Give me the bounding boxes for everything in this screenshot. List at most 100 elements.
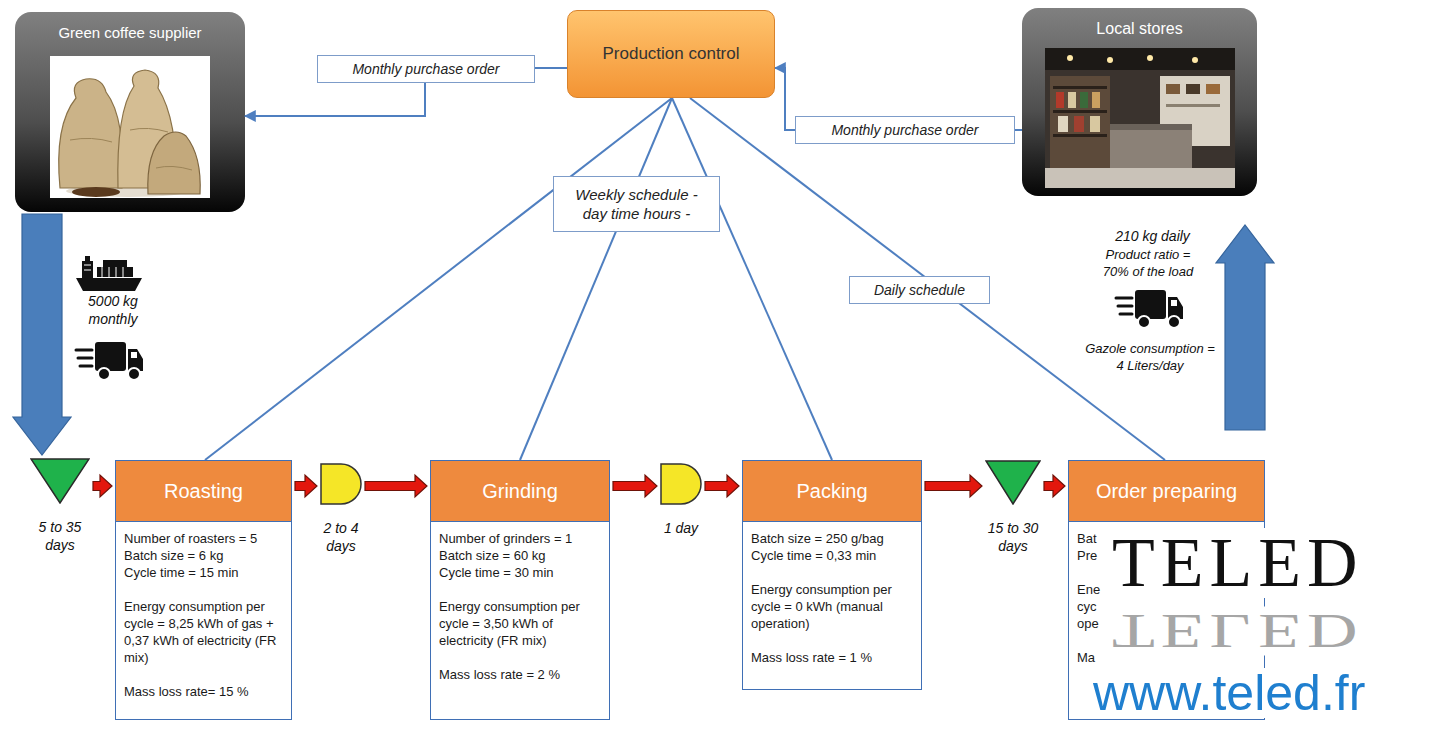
process-data: Ma bbox=[1077, 649, 1107, 666]
flow-label: Monthly purchase order bbox=[795, 116, 1015, 144]
truck-icon bbox=[95, 342, 126, 371]
store-photo bbox=[1090, 116, 1100, 132]
info-line bbox=[520, 98, 672, 460]
coffee-sacks-picture bbox=[50, 56, 210, 198]
truck-icon bbox=[1135, 290, 1166, 319]
process-box: PackingBatch size = 250 g/bagCycle time … bbox=[742, 460, 922, 690]
store-photo bbox=[1107, 57, 1113, 63]
truck-icon bbox=[1171, 300, 1177, 306]
info-line bbox=[672, 98, 832, 460]
ship-icon bbox=[84, 265, 91, 270]
process-data: Pre bbox=[1077, 547, 1107, 564]
flow-label: Monthly purchase order bbox=[317, 55, 535, 83]
supermarket-outline bbox=[661, 464, 701, 504]
coffee-sacks-picture bbox=[50, 56, 210, 198]
box-title: Local stores bbox=[1022, 20, 1257, 38]
store-photo bbox=[1186, 84, 1200, 94]
store-photo bbox=[1147, 55, 1153, 61]
store-photo bbox=[1053, 86, 1107, 89]
store-photo bbox=[1053, 134, 1107, 137]
store-photo bbox=[1092, 92, 1100, 108]
store-photo bbox=[1058, 116, 1068, 132]
customer-box: Local stores bbox=[1022, 8, 1257, 196]
process-data: Energy consumption per cycle = 3,50 kWh … bbox=[439, 598, 601, 649]
ship-icon bbox=[76, 256, 142, 291]
flow-arrow bbox=[295, 475, 317, 497]
ship-icon bbox=[82, 261, 93, 278]
stores-panel bbox=[1022, 8, 1257, 196]
triangle-outline bbox=[986, 461, 1040, 504]
process-name: Packing bbox=[796, 480, 867, 503]
process-title-bar: Grinding bbox=[430, 460, 610, 522]
store-photo bbox=[1068, 92, 1076, 108]
store-photo bbox=[1050, 76, 1110, 168]
store-photo bbox=[1053, 110, 1107, 113]
process-data-box: Number of roasters = 5Batch size = 6 kgC… bbox=[115, 522, 292, 720]
supermarket-symbol: 2 to 4 days bbox=[316, 463, 366, 555]
process-name: Order preparing bbox=[1096, 480, 1237, 503]
truck-icon bbox=[1116, 290, 1183, 328]
truck-icon bbox=[128, 368, 140, 380]
process-data-box: Batch size = 250 g/bagCycle time = 0,33 … bbox=[742, 522, 922, 690]
process-box: RoastingNumber of roasters = 5Batch size… bbox=[115, 460, 292, 720]
process-data: Cycle time = 30 min bbox=[439, 564, 601, 581]
process-data: Batch size = 250 g/bag bbox=[751, 530, 913, 547]
flow-arrow bbox=[93, 475, 112, 497]
logo-text: TELED bbox=[1112, 528, 1412, 598]
process-name: Roasting bbox=[164, 480, 243, 503]
supplier-box: Green coffee supplier bbox=[15, 12, 245, 212]
connectors bbox=[13, 68, 1274, 497]
store-photo bbox=[1080, 92, 1088, 108]
process-data: Number of roasters = 5 bbox=[124, 530, 283, 547]
store-photo bbox=[1045, 48, 1235, 188]
process-data: Mass loss rate = 1 % bbox=[751, 649, 913, 666]
coffee-sacks-picture bbox=[70, 128, 192, 170]
process-data: Ene cyc ope bbox=[1077, 581, 1107, 632]
process-name: Grinding bbox=[482, 480, 558, 503]
store-photo bbox=[1045, 48, 1235, 188]
flow-arrow bbox=[1044, 475, 1065, 497]
truck-icon bbox=[98, 368, 110, 380]
triangle-outline bbox=[31, 459, 89, 503]
logo-url: www.teled.fr bbox=[1093, 668, 1413, 718]
supermarket-outline bbox=[321, 464, 361, 504]
wait-time: 1 day bbox=[656, 519, 706, 537]
inventory-triangle bbox=[30, 458, 90, 504]
info-line bbox=[205, 98, 672, 460]
truck-icon bbox=[76, 350, 92, 366]
truck-icon bbox=[131, 352, 137, 358]
process-data: Mass loss rate= 15 % bbox=[124, 683, 283, 700]
flow-quantity: 210 kg daily bbox=[1085, 227, 1220, 245]
flow-arrow bbox=[365, 475, 427, 497]
store-photo bbox=[1056, 92, 1064, 108]
store-photo bbox=[1067, 55, 1073, 61]
store-photo bbox=[1166, 84, 1180, 94]
process-data: Number of grinders = 1 bbox=[439, 530, 601, 547]
store-photo bbox=[1045, 48, 1235, 70]
store-photo bbox=[1074, 116, 1084, 132]
info-line bbox=[690, 98, 1165, 460]
process-title-bar: Order preparing bbox=[1068, 460, 1265, 522]
supermarket-symbol: 1 day bbox=[656, 463, 706, 537]
process-title-bar: Roasting bbox=[115, 460, 292, 522]
wait-time: 15 to 30 days bbox=[983, 519, 1043, 555]
flow-arrow bbox=[13, 214, 71, 455]
coffee-sacks-picture bbox=[72, 187, 120, 197]
supermarket-symbol bbox=[320, 463, 362, 505]
truck-icon bbox=[76, 342, 143, 380]
inventory-triangle: 15 to 30 days bbox=[983, 460, 1043, 555]
process-data: Batch size = 6 kg bbox=[124, 547, 283, 564]
flow-note: Product ratio = 70% of the load bbox=[1092, 246, 1204, 280]
process-data: Batch size = 60 kg bbox=[439, 547, 601, 564]
ship-icon bbox=[85, 256, 90, 262]
process-box: GrindingNumber of grinders = 1Batch size… bbox=[430, 460, 610, 720]
supermarket-symbol bbox=[660, 463, 702, 505]
inventory-triangle: 5 to 35 days bbox=[28, 458, 92, 554]
truck-icon bbox=[1116, 298, 1132, 314]
flow-note: Gazole consumption = 4 Liters/day bbox=[1080, 340, 1220, 374]
process-data: Energy consumption per cycle = 8,25 kWh … bbox=[124, 598, 283, 666]
supplier-panel bbox=[15, 12, 245, 212]
flow-arrow bbox=[705, 475, 739, 497]
wait-time: 5 to 35 days bbox=[28, 518, 92, 554]
ship-icon bbox=[102, 260, 128, 277]
